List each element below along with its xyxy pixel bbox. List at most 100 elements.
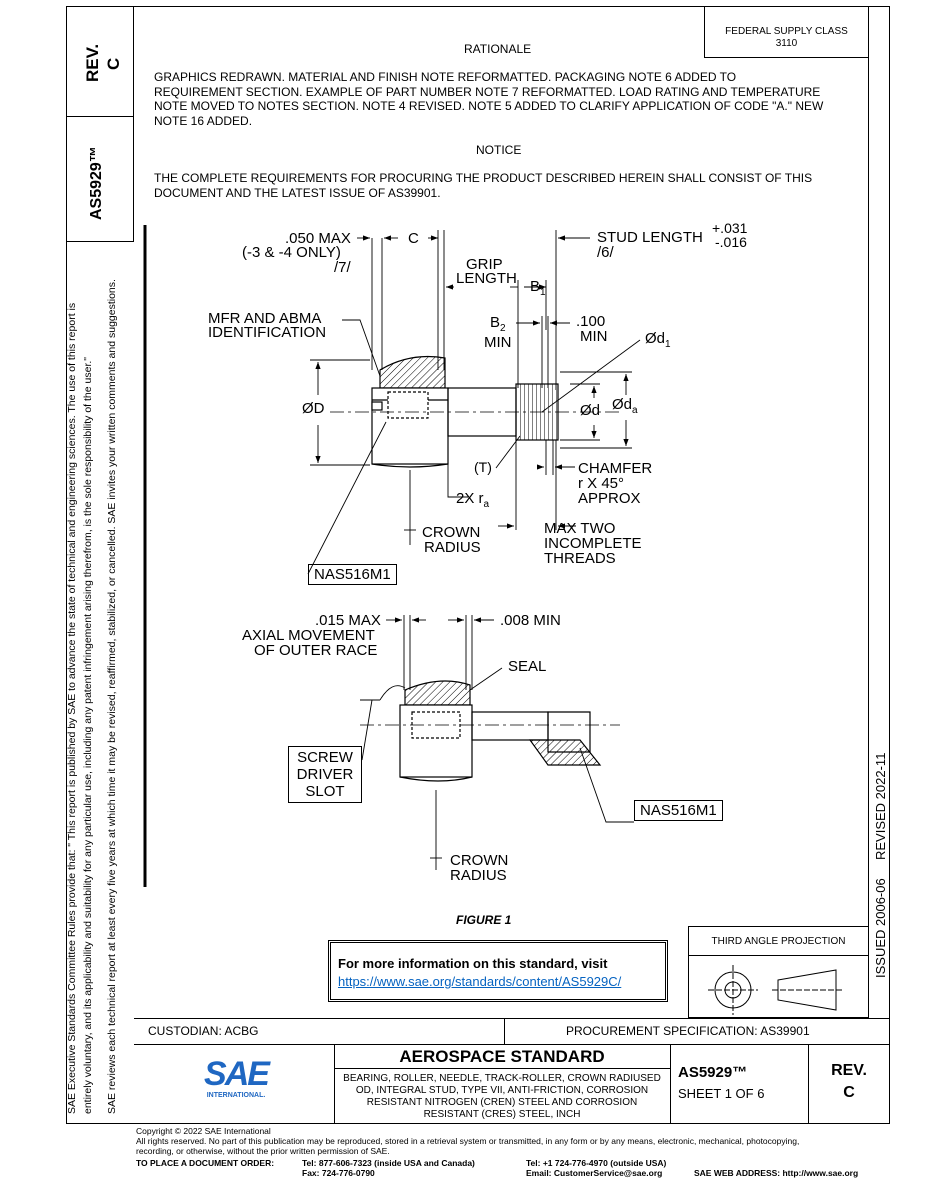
title-block-top-line (134, 1018, 890, 1019)
copyright: Copyright © 2022 SAE International (136, 1126, 271, 1136)
title-rev-divider (808, 1044, 809, 1124)
desc-line: RESISTANT NITROGEN (CREN) STEEL AND CORR… (366, 1097, 638, 1108)
dim-od-D: ØD (302, 400, 325, 417)
tel-outside: Tel: +1 724-776-4970 (outside USA) (526, 1158, 667, 1168)
title-block-mid-line (134, 1044, 890, 1045)
sae-logo: SAE INTERNATIONAL. (196, 1056, 276, 1099)
email: Email: CustomerService@sae.org (526, 1168, 663, 1178)
tel-inside: Tel: 877-606-7323 (inside USA and Canada… (302, 1158, 475, 1168)
sae-logo-sub: INTERNATIONAL. (206, 1092, 266, 1099)
screw-line: SLOT (305, 783, 345, 800)
rationale-line: REQUIREMENT SECTION. EXAMPLE OF PART NUM… (154, 84, 821, 99)
projection-label: THIRD ANGLE PROJECTION (711, 936, 846, 947)
dim-dash-only: (-3 & -4 ONLY) (242, 244, 341, 261)
crown-radius-bottom-1: CROWN (450, 852, 509, 869)
title-doc-divider (670, 1044, 671, 1124)
notice-title: NOTICE (476, 143, 522, 157)
rights-1: All rights reserved. No part of this pub… (136, 1136, 800, 1146)
standard-description: BEARING, ROLLER, NEEDLE, TRACK-ROLLER, C… (334, 1073, 670, 1121)
info-link[interactable]: https://www.sae.org/standards/content/AS… (338, 974, 622, 989)
title-logo-divider (334, 1044, 335, 1124)
dim-stud-length: STUD LENGTH (597, 229, 703, 246)
standard-heading: AEROSPACE STANDARD (399, 1047, 605, 1066)
info-box (328, 940, 668, 1002)
notice-body: THE COMPLETE REQUIREMENTS FOR PROCURING … (154, 171, 812, 200)
axial-2: OF OUTER RACE (254, 642, 378, 659)
dim-b1: B1 (530, 278, 546, 298)
dim-t: (T) (474, 459, 492, 475)
fsc-value: 3110 (775, 38, 798, 49)
rights-2: recording, or otherwise, without the pri… (136, 1146, 390, 1156)
dim-015-max: .015 MAX (315, 612, 381, 629)
dim-b2: B2 (490, 314, 506, 334)
fsc-label: FEDERAL SUPPLY CLASS (725, 26, 848, 37)
axial-1: AXIAL MOVEMENT (242, 627, 375, 644)
nas-callout-bottom: NAS516M1 (634, 800, 723, 821)
dim-tol-plus: +.031 (712, 220, 748, 236)
top-bearing (330, 355, 620, 468)
dim-100: .100 (576, 313, 606, 330)
screw-line: DRIVER (296, 766, 354, 783)
info-text: For more information on this standard, v… (338, 956, 608, 971)
crown-radius-top-2: RADIUS (424, 539, 481, 556)
mfr-label-1: MFR AND ABMA (208, 310, 322, 327)
seal-label: SEAL (508, 658, 547, 675)
dim-050-max: .050 MAX (285, 230, 351, 247)
screw-driver-slot: SCREW DRIVER SLOT (288, 746, 362, 803)
dim-grip-length: LENGTH (456, 270, 517, 287)
dim-c: C (408, 230, 419, 247)
procurement-text: PROCUREMENT SPECIFICATION: AS39901 (566, 1024, 810, 1038)
main-frame (66, 6, 890, 1124)
dim-100-min: MIN (580, 328, 608, 345)
fax: Fax: 724-776-0790 (302, 1168, 375, 1178)
side-tab-divider (66, 116, 134, 117)
rationale-body: GRAPHICS REDRAWN. MATERIAL AND FINISH NO… (154, 70, 823, 128)
dim-2x-ra: 2X ra (456, 490, 490, 510)
order-label: TO PLACE A DOCUMENT ORDER: (136, 1158, 275, 1168)
figure-1-drawing (143, 225, 842, 1015)
doc-number: AS5929™ (678, 1064, 748, 1081)
sheet-number: SHEET 1 OF 6 (678, 1086, 765, 1101)
chamfer-3: APPROX (578, 490, 641, 507)
dim-od-d: Ød (580, 402, 601, 419)
bottom-bearing (360, 680, 620, 782)
desc-line: OD, INTEGRAL STUD, TYPE VII, ANTI-FRICTI… (355, 1085, 649, 1096)
projection-divider (688, 955, 869, 956)
note-7: /7/ (334, 259, 351, 276)
custodian-divider (504, 1018, 505, 1044)
max-two-2: INCOMPLETE (544, 535, 642, 552)
max-two-3: THREADS (544, 550, 616, 567)
rev-letter: C (843, 1084, 855, 1101)
rationale-line: NOTE MOVED TO NOTES SECTION. NOTE 4 REVI… (154, 99, 824, 113)
right-strip-line (868, 6, 869, 1016)
max-two-1: MAX TWO (544, 520, 616, 537)
rev-label: REV. (831, 1062, 867, 1079)
rationale-line: GRAPHICS REDRAWN. MATERIAL AND FINISH NO… (154, 70, 737, 84)
dim-grip: GRIP (466, 256, 503, 273)
mfr-label-2: IDENTIFICATION (208, 324, 327, 341)
heading-underline (334, 1068, 670, 1069)
projection-box (688, 926, 869, 1018)
notice-line: DOCUMENT AND THE LATEST ISSUE OF AS39901… (154, 185, 441, 200)
rationale-line: NOTE 16 ADDED. (154, 113, 253, 128)
nas-callout-top: NAS516M1 (308, 564, 397, 585)
dim-od-d1: Ød1 (645, 330, 671, 350)
screw-line: SCREW (297, 749, 353, 766)
desc-line: RESISTANT (CRES) STEEL, INCH (423, 1109, 581, 1120)
side-tab (66, 6, 134, 242)
chamfer-1: CHAMFER (578, 460, 653, 477)
note-6: /6/ (597, 244, 614, 261)
dim-008-min: .008 MIN (500, 612, 561, 629)
figure-caption: FIGURE 1 (456, 913, 512, 927)
dim-b2-min: MIN (484, 334, 512, 351)
projection-symbol (708, 965, 842, 1015)
crown-radius-bottom-2: RADIUS (450, 867, 507, 884)
dim-tol-minus: -.016 (715, 234, 747, 250)
footer: Copyright © 2022 SAE International All r… (136, 1126, 799, 1156)
rationale-title: RATIONALE (464, 42, 532, 56)
custodian-text: CUSTODIAN: ACBG (148, 1024, 259, 1038)
notice-line: THE COMPLETE REQUIREMENTS FOR PROCURING … (154, 171, 813, 185)
dim-od-da: Øda (612, 396, 638, 416)
chamfer-2: r X 45° (578, 475, 625, 492)
sae-logo-mark: SAE (204, 1055, 270, 1093)
